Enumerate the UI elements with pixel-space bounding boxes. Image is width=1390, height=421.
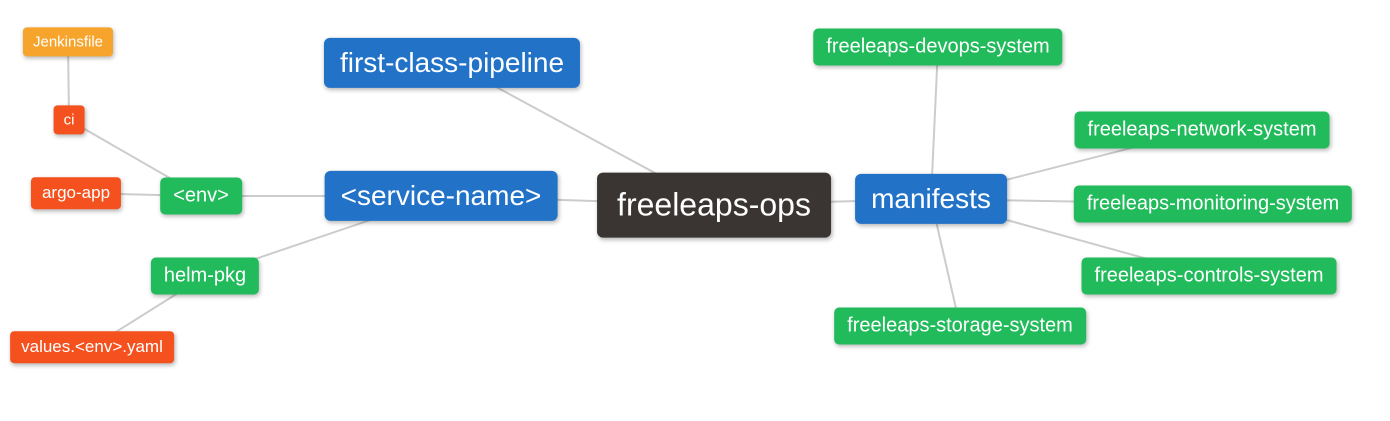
node-freeleaps-ops[interactable]: freeleaps-ops <box>597 172 831 238</box>
node-values-env-yaml[interactable]: values.<env>.yaml <box>10 331 174 363</box>
node-freeleaps-monitoring-system[interactable]: freeleaps-monitoring-system <box>1073 185 1353 223</box>
node-jenkinsfile[interactable]: Jenkinsfile <box>22 27 114 57</box>
node-service-name[interactable]: <service-name> <box>324 170 558 222</box>
node-freeleaps-storage-system[interactable]: freeleaps-storage-system <box>834 307 1086 345</box>
node-ci[interactable]: ci <box>53 105 85 135</box>
node-argo-app[interactable]: argo-app <box>30 177 122 209</box>
node-freeleaps-devops-system[interactable]: freeleaps-devops-system <box>813 28 1063 66</box>
edge-manifests--freeleaps-devops-system <box>930 46 939 200</box>
node-freeleaps-controls-system[interactable]: freeleaps-controls-system <box>1081 257 1337 295</box>
node-env[interactable]: <env> <box>160 177 242 215</box>
node-manifests[interactable]: manifests <box>855 173 1007 225</box>
node-freeleaps-network-system[interactable]: freeleaps-network-system <box>1074 111 1330 149</box>
node-helm-pkg[interactable]: helm-pkg <box>150 257 260 295</box>
node-first-class-pipeline[interactable]: first-class-pipeline <box>323 37 581 89</box>
